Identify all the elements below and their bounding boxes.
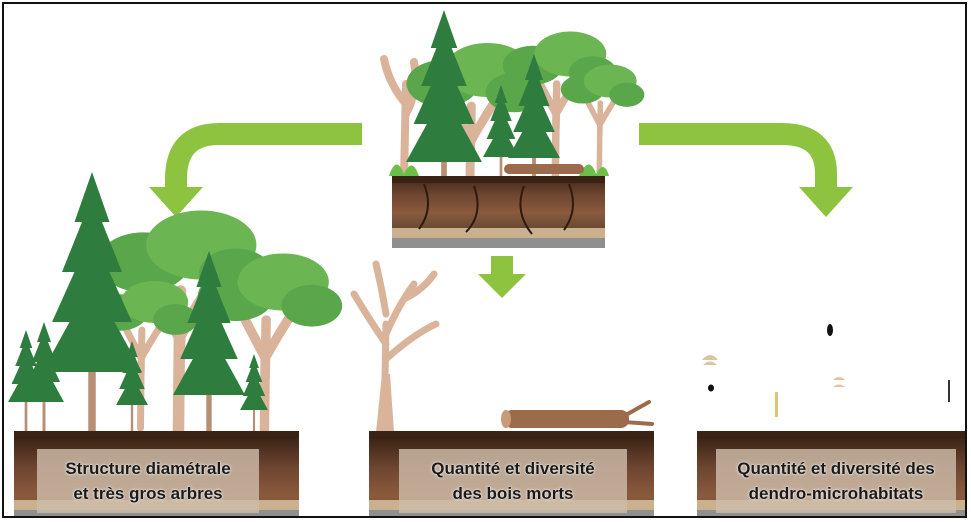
fallen-log-icon — [501, 400, 654, 428]
structure-label: Structure diamétrale et très gros arbres — [37, 449, 259, 513]
microhabitats-icons — [702, 324, 950, 417]
fungus-icon — [702, 355, 718, 365]
structure-label-line1: Structure diamétrale — [65, 459, 231, 478]
left-curved-arrow-icon — [149, 123, 362, 217]
cavity-icon — [827, 324, 833, 336]
deadwood-label-line2: des bois morts — [452, 484, 574, 503]
microhabitats-label-line2: dendro-microhabitats — [748, 484, 924, 503]
structure-label-line2: et très gros arbres — [73, 484, 223, 503]
right-curved-arrow-icon — [639, 123, 853, 217]
down-arrow-icon — [478, 256, 526, 298]
microhabitats-label: Quantité et diversité des dendro-microha… — [716, 449, 956, 513]
deadwood-label: Quantité et diversité des bois morts — [399, 449, 627, 513]
dead-tree-icon — [350, 260, 440, 436]
diagram-canvas — [7, 9, 965, 516]
microhabitats-label-line1: Quantité et diversité des — [737, 459, 935, 478]
deadwood-label-line1: Quantité et diversité — [431, 459, 595, 478]
forest-ecosystem-icon — [380, 9, 644, 248]
